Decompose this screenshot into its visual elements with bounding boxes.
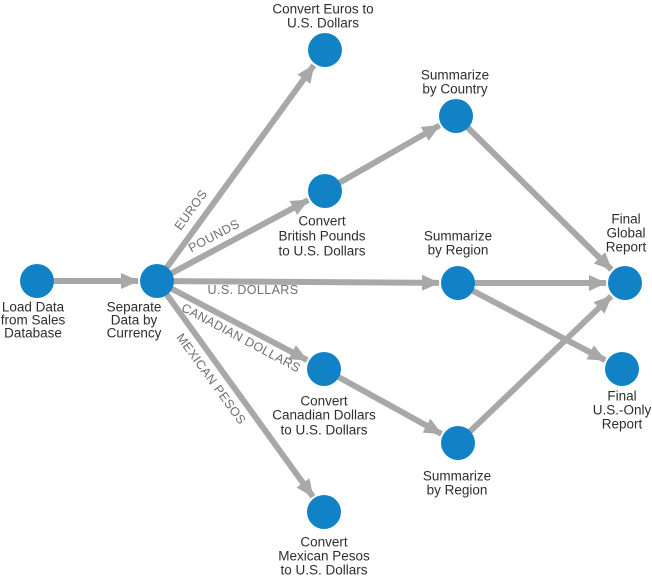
edge-label-separate-by-currency-to-convert-euros: EUROS	[172, 187, 211, 233]
node-label-line: Global	[606, 226, 645, 241]
node-label-line: Report	[602, 417, 643, 432]
edge-summarize-by-country-to-final-global-report	[461, 121, 614, 272]
edge-separate-by-currency-to-convert-canadian	[165, 283, 309, 363]
node-label-line: from Sales	[1, 313, 66, 328]
node-label-line: Database	[4, 326, 62, 341]
node-label-line: Convert Euros to	[272, 2, 373, 17]
node-separate-by-currency	[140, 264, 174, 298]
node-label-line: Convert	[300, 394, 348, 409]
node-label-line: Report	[606, 240, 647, 255]
node-summarize-by-country	[439, 99, 473, 133]
node-summarize-by-region-us	[441, 266, 475, 300]
node-label-line: Summarize	[424, 229, 492, 244]
node-load-data	[20, 264, 54, 298]
node-label-line: Separate	[107, 300, 162, 315]
node-final-global-report	[608, 266, 642, 300]
node-label-line: Canadian Dollars	[272, 408, 376, 423]
edge-separate-by-currency-to-convert-euros	[161, 63, 317, 274]
edge-label-separate-by-currency-to-summarize-by-region-us: U.S. DOLLARS	[208, 283, 299, 297]
node-label-line: by Region	[428, 243, 489, 258]
edge-summarize-by-region-ca-to-final-global-report	[463, 293, 614, 438]
node-convert-mexican	[307, 495, 341, 529]
node-label-line: Data by	[111, 313, 158, 328]
node-summarize-by-region-ca	[441, 426, 475, 460]
node-label-line: to U.S. Dollars	[280, 563, 367, 578]
edge-separate-by-currency-to-convert-mexican	[161, 288, 316, 499]
node-label-line: U.S. Dollars	[287, 16, 359, 31]
node-convert-canadian	[307, 352, 341, 386]
edge-convert-canadian-to-summarize-by-region-ca	[332, 371, 443, 437]
node-label-line: to U.S. Dollars	[278, 244, 365, 259]
node-label-line: Convert	[300, 535, 348, 550]
node-label-line: Final	[607, 389, 636, 404]
edge-summarize-by-region-us-to-final-us-only-report	[466, 285, 607, 363]
node-label-line: Mexican Pesos	[278, 549, 370, 564]
edge-convert-pounds-to-summarize-by-country	[333, 122, 442, 189]
node-label-line: Summarize	[423, 469, 491, 484]
edge-label-separate-by-currency-to-convert-mexican: MEXICAN PESOS	[173, 331, 248, 427]
node-final-us-only-report	[605, 352, 639, 386]
node-label-line: to U.S. Dollars	[280, 423, 367, 438]
node-label-line: Summarize	[421, 68, 489, 83]
edge-separate-by-currency-to-summarize-by-region-us	[167, 274, 441, 291]
node-label-line: U.S.-Only	[593, 403, 652, 418]
node-label-line: Load Data	[2, 300, 65, 315]
edge-separate-by-currency-to-convert-pounds	[165, 197, 310, 279]
node-label-line: Final	[611, 212, 640, 227]
node-convert-euros	[308, 33, 342, 67]
node-convert-pounds	[308, 174, 342, 208]
node-label-line: by Country	[422, 82, 488, 97]
node-label-line: by Region	[427, 483, 488, 498]
node-label-line: Convert	[298, 214, 346, 229]
node-label-line: Currency	[107, 326, 162, 341]
node-label-line: British Pounds	[278, 229, 365, 244]
